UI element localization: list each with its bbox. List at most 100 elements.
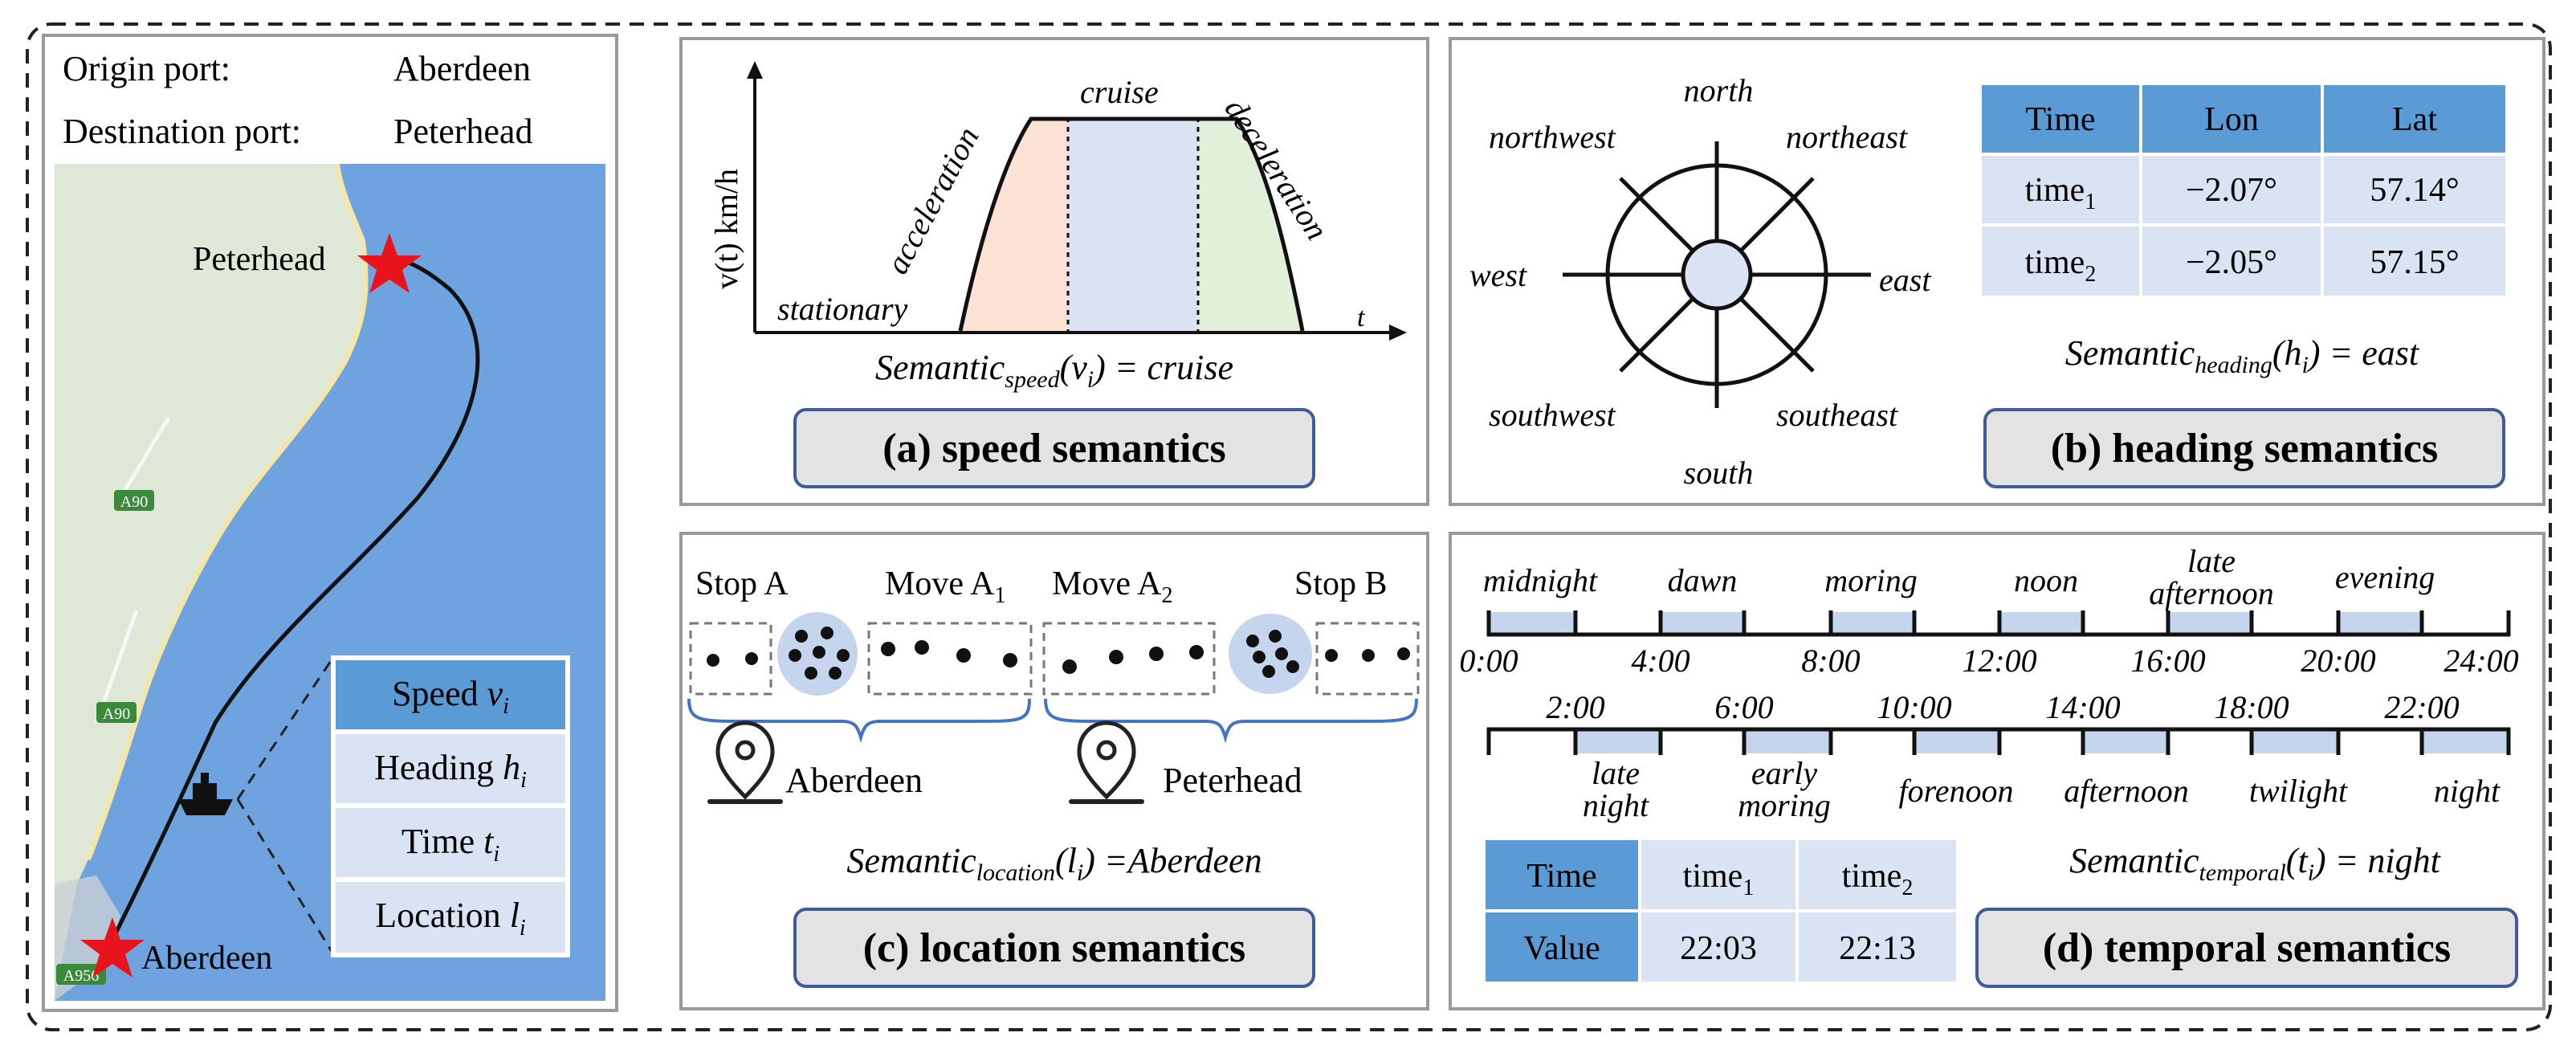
- heading-row1-time: time1: [2025, 172, 2097, 214]
- temporal-panel: midnight dawn moring noon late afternoon…: [1449, 532, 2545, 1010]
- period-late-night-2: night: [1583, 787, 1649, 823]
- attr-row-time: [336, 808, 565, 877]
- heading-head-time: [1982, 85, 2139, 153]
- origin-label: Origin port:: [63, 49, 230, 88]
- road-badge-a90-top: [114, 490, 154, 511]
- tick-2200: 22:00: [2384, 689, 2459, 725]
- y-axis-arrow-icon: [747, 61, 763, 79]
- stop-b-cluster: [1229, 614, 1312, 694]
- heading-formula: Semanticheading(hi) = east: [2065, 333, 2420, 378]
- heading-table: Time Lon Lat time1 −2.07° 57.14° time2 −…: [1982, 85, 2505, 296]
- timeline-top: [1486, 610, 2511, 637]
- dir-south: south: [1684, 455, 1754, 491]
- compass-icon: [1563, 141, 1871, 408]
- temporal-table: Time time1 time2 Value 22:03 22:13: [1486, 840, 1956, 982]
- location-pin-icon-aberdeen: [707, 720, 783, 804]
- road-label-a90-bottom: A90: [103, 705, 130, 723]
- trajectory-points: [707, 627, 1410, 680]
- temporal-value-1: 22:03: [1680, 930, 1757, 967]
- route-panel: Origin port: Aberdeen Destination port: …: [42, 34, 618, 1012]
- temporal-row-value: Value: [1523, 930, 1600, 967]
- temporal-formula: Semantictemporal(ti) = night: [2069, 841, 2441, 886]
- peterhead-star-icon: [357, 233, 422, 293]
- road-badge-a956: [56, 964, 106, 985]
- period-early-moring-2: moring: [1738, 787, 1831, 823]
- tick-2400: 24:00: [2444, 643, 2518, 679]
- dir-west: west: [1469, 257, 1527, 293]
- tick-1800: 18:00: [2214, 689, 2289, 725]
- dir-north: north: [1684, 72, 1754, 108]
- location-pin-icon-peterhead: [1069, 720, 1144, 804]
- speed-title: (a) speed semantics: [882, 426, 1226, 471]
- period-night: night: [2434, 773, 2501, 809]
- deceleration-region: [1198, 117, 1302, 331]
- heading-col-lon: Lon: [2204, 101, 2259, 138]
- period-noon: noon: [2014, 562, 2078, 598]
- tick-0400: 4:00: [1631, 643, 1689, 679]
- ship-icon: [178, 773, 233, 815]
- origin-value: Aberdeen: [393, 49, 531, 88]
- dir-northwest: northwest: [1489, 119, 1616, 155]
- period-late-night-1: late: [1592, 755, 1640, 791]
- heading-col-time: Time: [2025, 101, 2095, 138]
- period-late-afternoon-1: late: [2187, 543, 2236, 579]
- period-twilight: twilight: [2249, 773, 2348, 809]
- attr-speed: Speed vi: [392, 674, 509, 719]
- tick-1400: 14:00: [2045, 689, 2120, 725]
- location-title: (c) location semantics: [863, 925, 1246, 971]
- points-box-1: [689, 622, 772, 696]
- outer-dashed-border: [26, 22, 2552, 1031]
- speed-title-box: [793, 408, 1315, 488]
- heading-row2-lon: −2.05°: [2186, 244, 2277, 281]
- timeline-bottom: [1486, 727, 2511, 755]
- attr-row-location: [336, 882, 565, 953]
- heading-title-box: [1983, 408, 2505, 488]
- location-formula: Semanticlocation(li) =Aberdeen: [846, 841, 1262, 886]
- dir-southeast: southeast: [1776, 397, 1898, 433]
- period-forenoon: forenoon: [1899, 773, 2014, 809]
- period-evening: evening: [2335, 559, 2435, 595]
- period-late-afternoon-2: afternoon: [2149, 575, 2274, 611]
- points-box-3: [1042, 622, 1216, 696]
- destination-label: Destination port:: [63, 112, 301, 151]
- dir-northeast: northeast: [1786, 119, 1908, 155]
- heading-head-lat: [2324, 85, 2505, 153]
- place-peterhead: Peterhead: [1163, 761, 1302, 800]
- tick-0000: 0:00: [1459, 643, 1518, 679]
- period-dawn: dawn: [1668, 562, 1738, 598]
- period-midnight: midnight: [1483, 562, 1598, 598]
- tick-2000: 20:00: [2301, 643, 2375, 679]
- heading-title: (b) heading semantics: [2051, 426, 2438, 471]
- dir-southwest: southwest: [1489, 397, 1616, 433]
- road-label-a956: A956: [63, 967, 99, 985]
- tick-1200: 12:00: [1962, 643, 2036, 679]
- label-move-a2: Move A2: [1052, 565, 1173, 608]
- attr-time: Time ti: [401, 822, 499, 867]
- label-stop-b: Stop B: [1294, 565, 1388, 602]
- coastline: [86, 163, 369, 861]
- vessel-trajectory: [110, 255, 480, 941]
- heading-head-lon: [2142, 85, 2321, 153]
- label-move-a1: Move A1: [885, 565, 1006, 608]
- road-badge-a90-bottom: [96, 702, 137, 723]
- brace-aberdeen: [687, 698, 1031, 744]
- period-early-moring-1: early: [1751, 755, 1817, 791]
- brace-peterhead: [1044, 698, 1418, 744]
- points-box-2: [867, 622, 1033, 696]
- temporal-title: (d) temporal semantics: [2043, 925, 2451, 971]
- attribute-table: Speed vi Heading hi Time ti Location li: [331, 655, 570, 957]
- speed-formula: Semanticspeed(vi) = cruise: [875, 348, 1233, 393]
- tick-0600: 6:00: [1714, 689, 1773, 725]
- cruise-label: cruise: [1080, 74, 1159, 110]
- aberdeen-star-icon: [80, 917, 145, 978]
- heading-row1-lat: 57.14°: [2370, 172, 2459, 209]
- tick-1600: 16:00: [2130, 643, 2205, 679]
- acceleration-region: [960, 117, 1068, 331]
- heading-row1-lon: −2.07°: [2186, 172, 2277, 209]
- route-map: A90 A90 A956 Peterhead Aberdeen: [55, 163, 605, 1001]
- points-box-4: [1315, 622, 1420, 696]
- temporal-row-time: Time: [1526, 858, 1596, 895]
- temporal-title-box: [1975, 908, 2518, 988]
- tick-0200: 2:00: [1546, 689, 1604, 725]
